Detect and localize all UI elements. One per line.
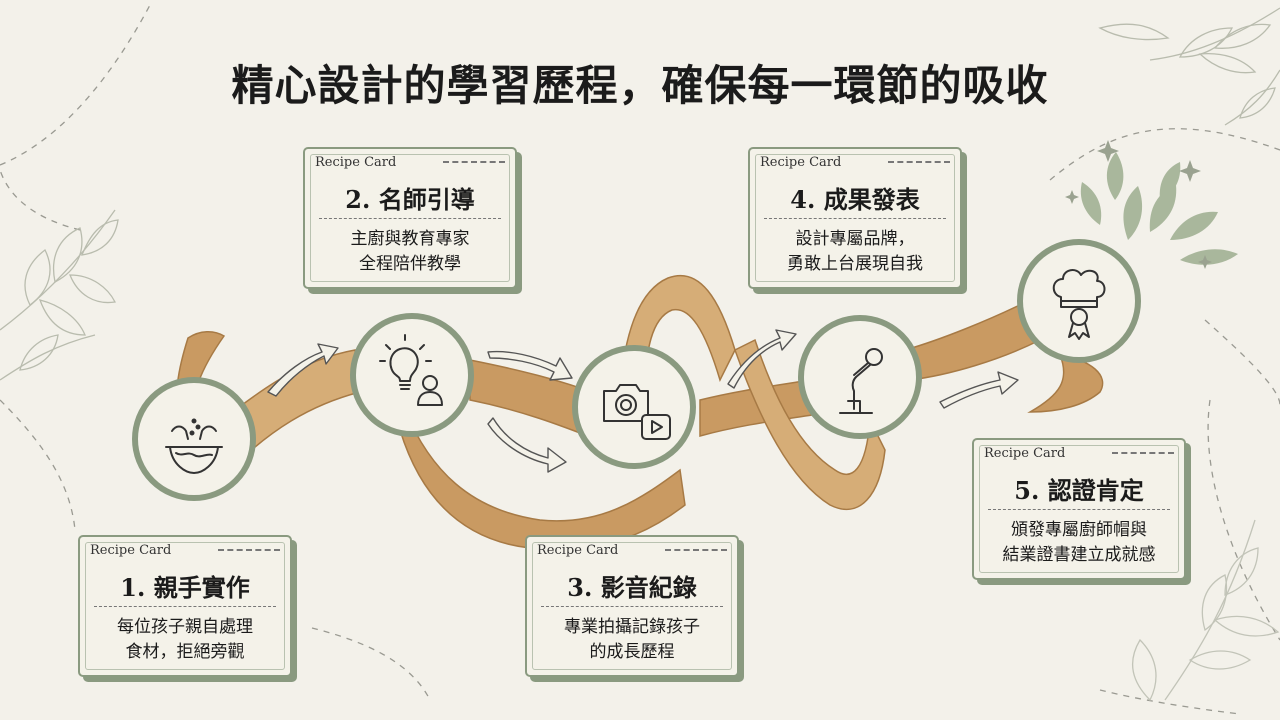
- card-description: 主廚與教育專家全程陪伴教學: [350, 229, 470, 274]
- card-tag: Recipe Card: [984, 446, 1066, 461]
- card-title: 3. 影音紀錄: [567, 573, 697, 602]
- arrow-1-icon: [267, 343, 339, 397]
- cooking-bowl-icon: [165, 418, 223, 474]
- flow-arrows: [267, 329, 1019, 473]
- step-2-node: [350, 313, 474, 437]
- recipe-card-step-3: Recipe Card 3. 影音紀錄 專業拍攝記錄孩子的成長歷程: [525, 535, 744, 682]
- card-description: 設計專屬品牌，勇敢上台展現自我: [787, 229, 923, 274]
- sage-leaves-icon: [1080, 152, 1238, 265]
- card-title: 1. 親手實作: [120, 573, 250, 602]
- camera-video-icon: [603, 384, 671, 440]
- card-title: 2. 名師引導: [345, 185, 475, 214]
- step-4-node: [798, 315, 922, 439]
- card-description: 專業拍攝記錄孩子的成長歷程: [564, 617, 700, 662]
- microphone-icon: [839, 348, 883, 414]
- sparkle-icon: [1065, 140, 1212, 269]
- leaf-sprig-top-right-icon: [1098, 7, 1280, 126]
- arrow-4-icon: [727, 329, 797, 389]
- card-title: 4. 成果發表: [790, 185, 920, 214]
- card-tag: Recipe Card: [760, 155, 842, 170]
- leaf-sprig-bottom-right-icon: [1131, 519, 1280, 702]
- card-tag: Recipe Card: [315, 155, 397, 170]
- card-description: 頒發專屬廚師帽與結業證書建立成就感: [1002, 520, 1156, 565]
- arrow-2-icon: [487, 350, 573, 381]
- step-5-node: [1017, 239, 1141, 363]
- recipe-card-step-5: Recipe Card 5. 認證肯定 頒發專屬廚師帽與結業證書建立成就感: [972, 438, 1191, 585]
- arrow-5-icon: [939, 371, 1019, 409]
- page-title: 精心設計的學習歷程，確保每一環節的吸收: [231, 61, 1049, 110]
- card-tag: Recipe Card: [537, 543, 619, 558]
- card-description: 每位孩子親自處理食材，拒絕旁觀: [117, 617, 253, 662]
- card-title: 5. 認證肯定: [1014, 476, 1144, 505]
- recipe-card-step-2: Recipe Card 2. 名師引導 主廚與教育專家全程陪伴教學: [303, 147, 522, 294]
- ribbon-path: [176, 274, 1104, 551]
- lightbulb-teacher-icon: [379, 334, 443, 406]
- recipe-card-step-4: Recipe Card 4. 成果發表 設計專屬品牌，勇敢上台展現自我: [748, 147, 967, 294]
- step-1-node: [132, 377, 256, 501]
- recipe-card-step-1: Recipe Card 1. 親手實作 每位孩子親自處理食材，拒絕旁觀: [78, 535, 297, 682]
- chef-hat-award-icon: [1052, 269, 1106, 340]
- dashed-sketch-lines: [0, 4, 1280, 715]
- step-3-node: [572, 345, 696, 469]
- arrow-3-icon: [487, 417, 567, 473]
- card-tag: Recipe Card: [90, 543, 172, 558]
- leaf-sprig-icon: [0, 209, 119, 381]
